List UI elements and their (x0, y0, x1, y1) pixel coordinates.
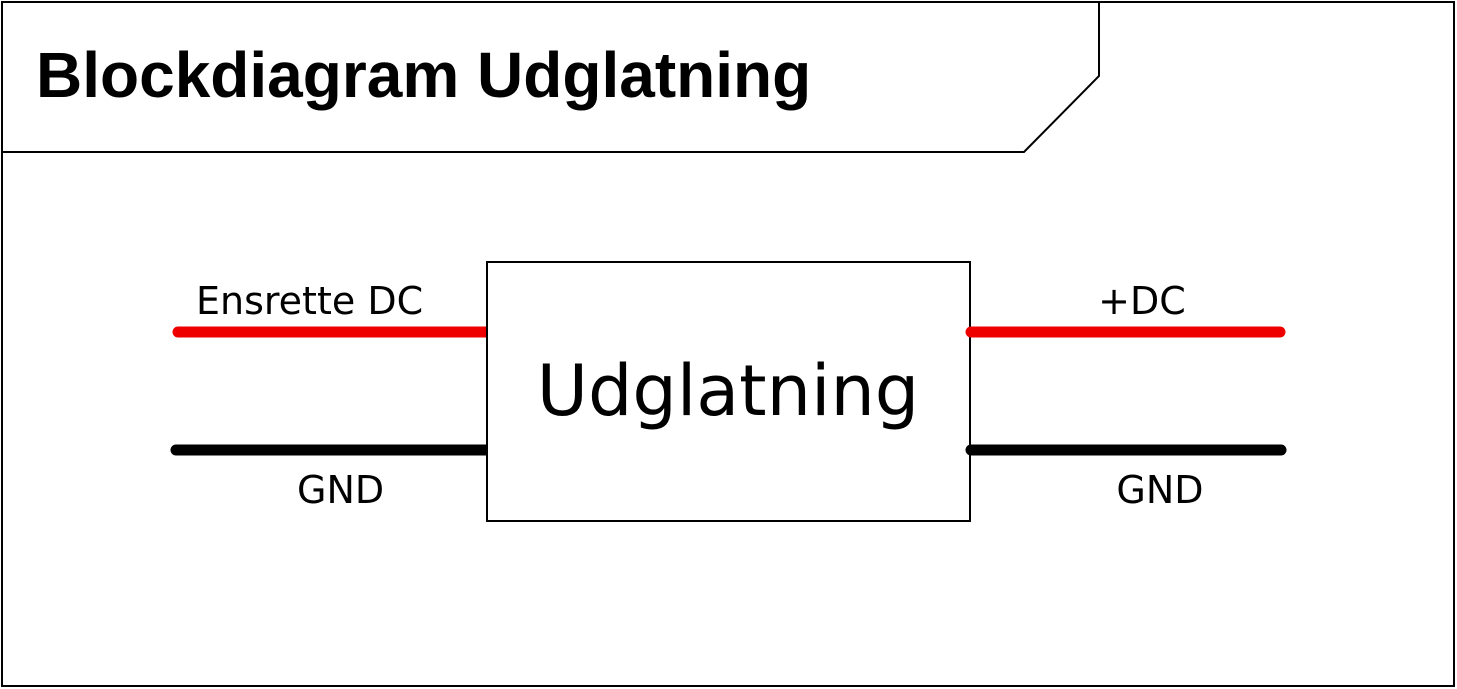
input-positive-label: Ensrette DC (196, 279, 423, 323)
output-positive-label: +DC (1098, 279, 1186, 323)
block-label: Udglatning (537, 350, 920, 432)
title-tab (2, 2, 1100, 153)
page-title: Blockdiagram Udglatning (36, 39, 811, 111)
input-ground-label: GND (297, 468, 384, 512)
output-ground-label: GND (1116, 468, 1203, 512)
udglatning-block (486, 261, 971, 522)
